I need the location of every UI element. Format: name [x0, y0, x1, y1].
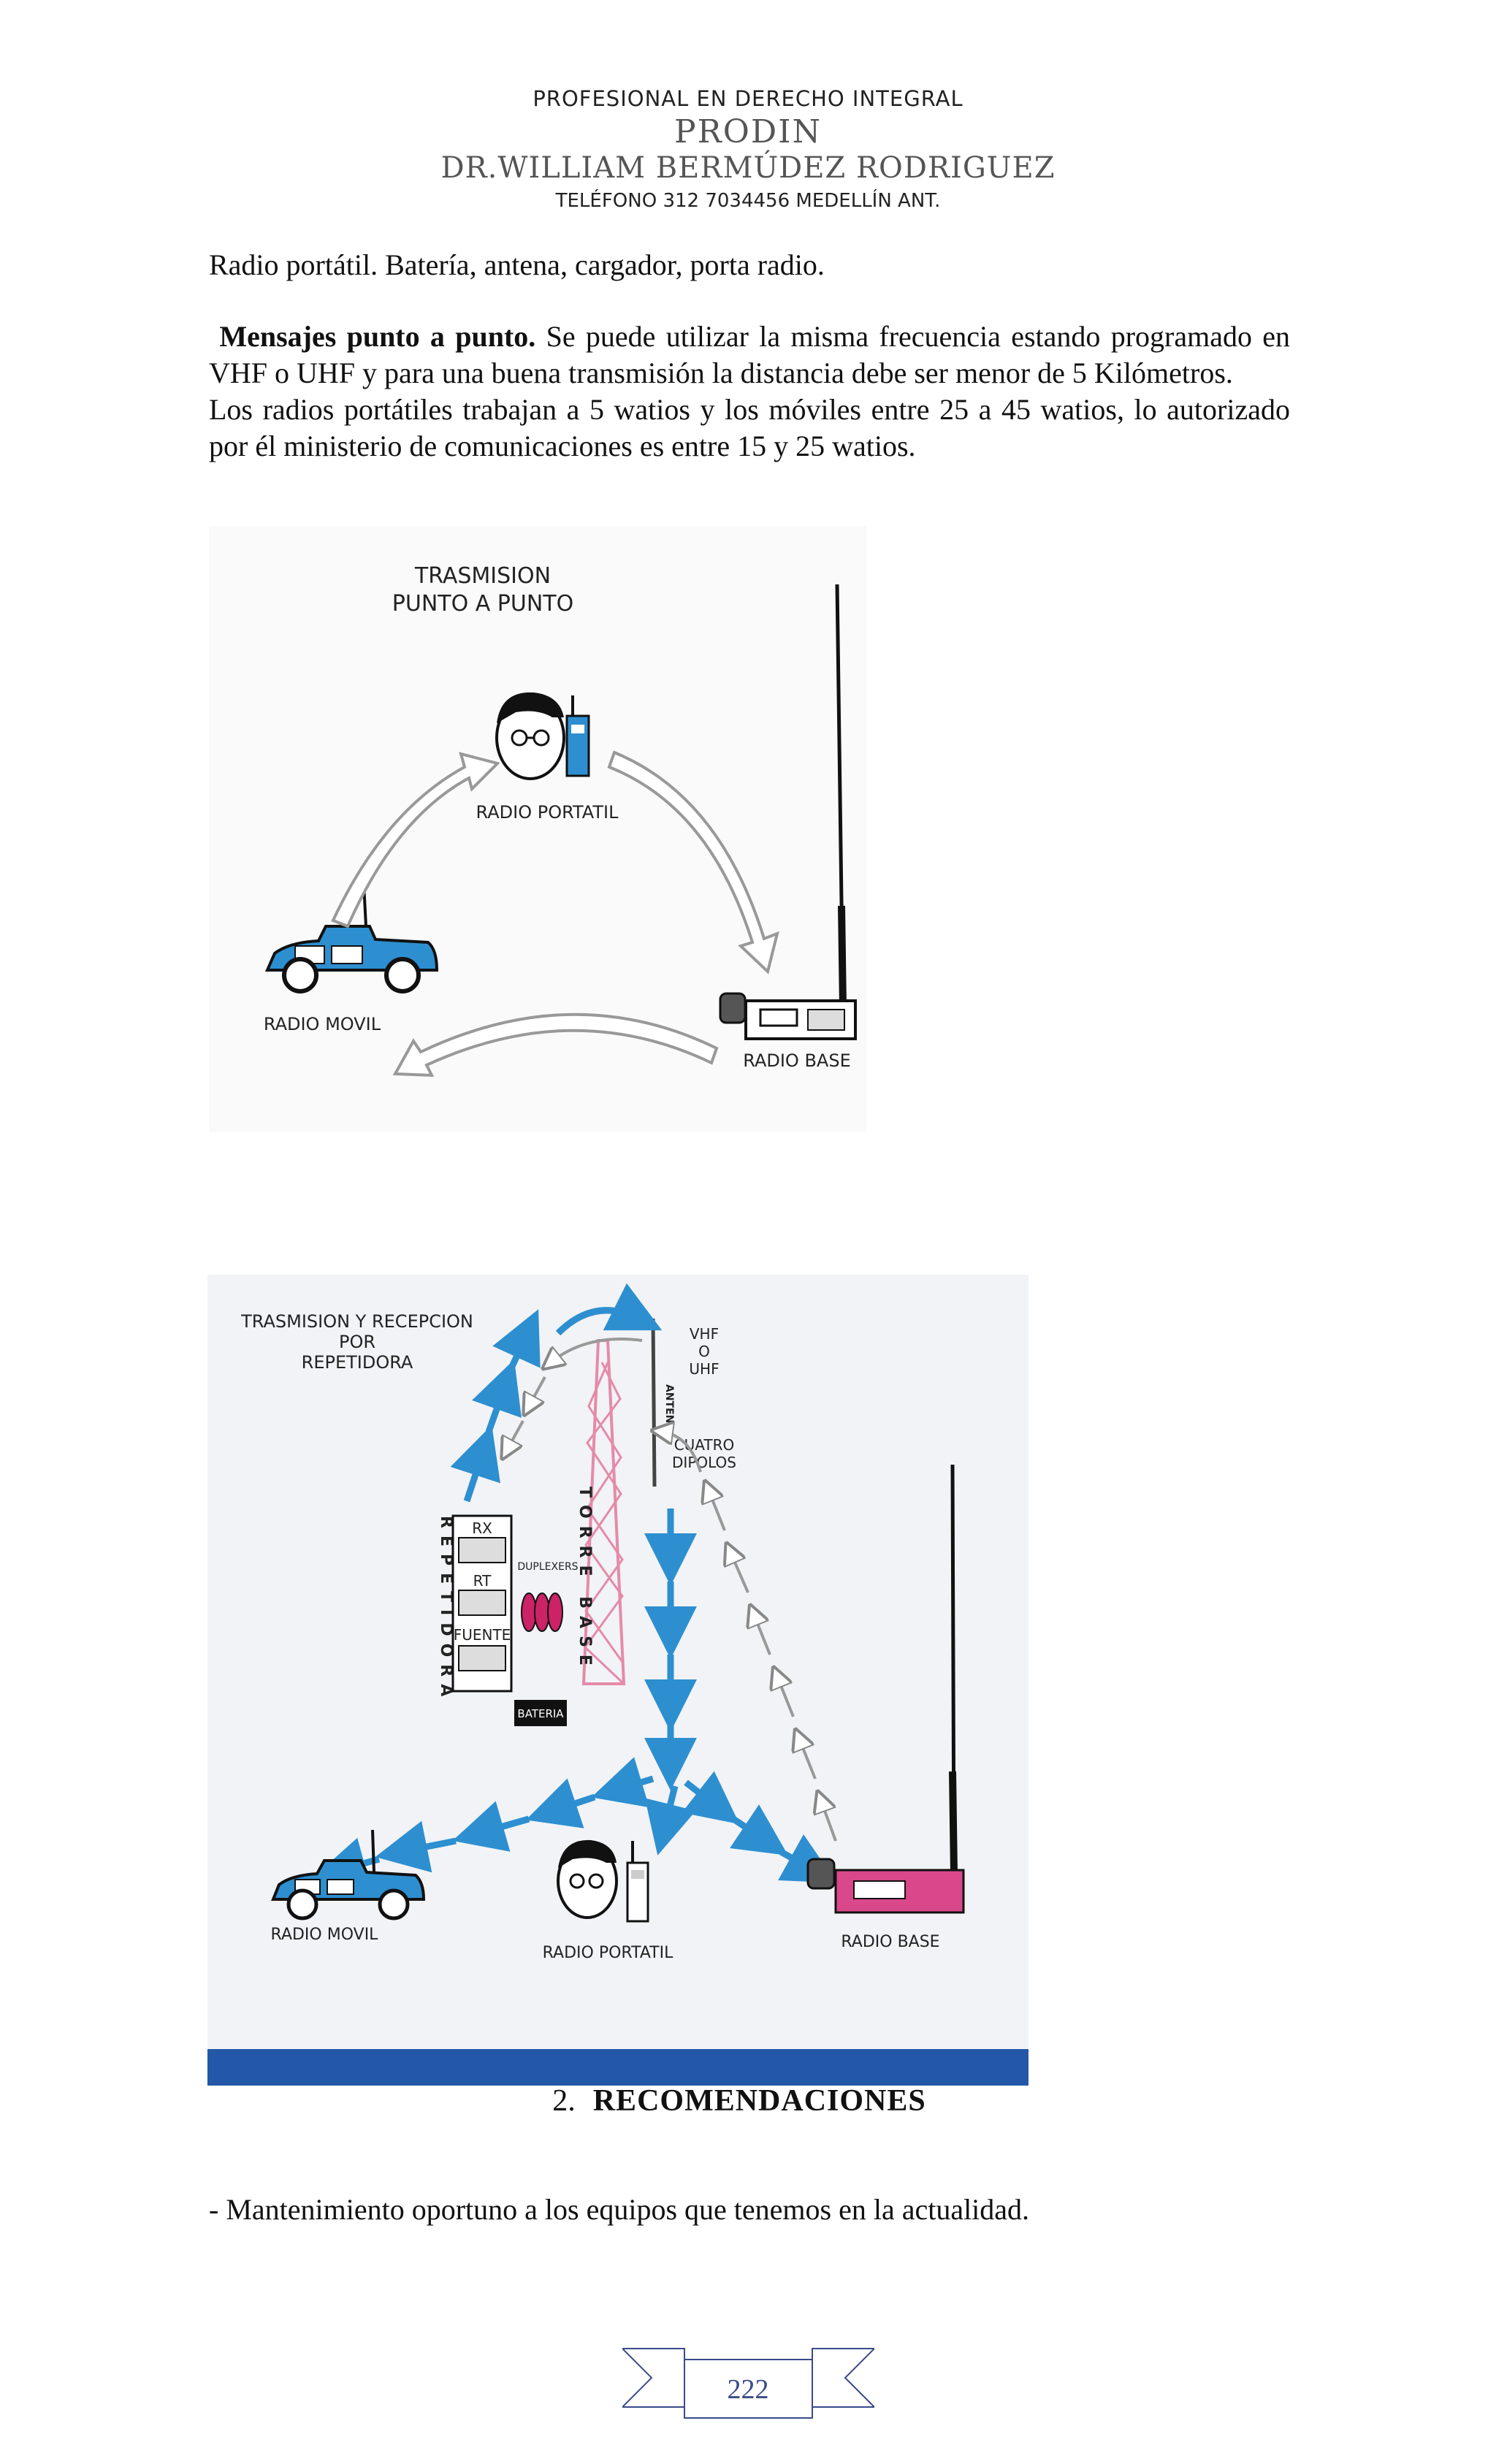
header-acronym: PRODIN [674, 113, 822, 150]
fig2-label-base: RADIO BASE [841, 1933, 939, 1951]
figure-repeater: TRASMISION Y RECEPCION POR REPETIDORA VH… [207, 1275, 1028, 2086]
mobile-car-icon [264, 883, 439, 993]
fig2-duplexers: DUPLEXERS [517, 1561, 578, 1573]
fig2-title-1: TRASMISION Y RECEPCION [240, 1311, 473, 1332]
fig2-antena: ANTENA [663, 1384, 675, 1431]
paragraph-point-to-point-body: Se puede utilizar la misma frecuencia es… [209, 320, 1291, 389]
base-radio-icon [719, 992, 857, 1040]
fig2-vhf-1: VHF [690, 1325, 719, 1343]
fig1-arrows [331, 750, 779, 1077]
paragraph-point-to-point-lead: Mensajes punto a punto. [219, 320, 536, 353]
fig2-base-radio-icon [806, 1858, 965, 1914]
section-title: RECOMENDACIONES [592, 2084, 926, 2118]
fig2-title-2: POR [339, 1332, 375, 1352]
fig2-dipolos-1: CUATRO [674, 1436, 735, 1454]
fig2-dipolos-2: DIPOLOS [672, 1454, 736, 1471]
fig1-label-base: RADIO BASE [743, 1050, 850, 1071]
fig2-portable-radio-icon [626, 1841, 649, 1923]
fig2-torre: TORRE BASE [576, 1487, 594, 1673]
portable-radio-icon [565, 695, 590, 777]
header-phone: TELÉFONO 312 7034456 MEDELLÍN ANT. [555, 190, 941, 212]
paragraph-maintenance: - Mantenimiento oportuno a los equipos q… [209, 2193, 1030, 2226]
fig1-label-mobile: RADIO MOVIL [264, 1014, 381, 1034]
fig2-portable-person-icon [557, 1839, 618, 1919]
fig2-title-3: REPETIDORA [302, 1352, 413, 1373]
section-number: 2. [552, 2084, 576, 2118]
page-number: 222 [728, 2374, 769, 2405]
fig2-rt: RT [473, 1572, 492, 1590]
figure-point-to-point: TRASMISION PUNTO A PUNTO RADIO PORTATIL … [209, 526, 866, 1132]
fig2-rx: RX [472, 1519, 492, 1537]
header-name: DR.WILLIAM BERMÚDEZ RODRIGUEZ [440, 151, 1056, 185]
fig2-fuente: FUENTE [454, 1626, 511, 1644]
fig2-blue-arrows [313, 1283, 837, 1889]
fig2-bottom-band [207, 2049, 1028, 2086]
fig2-grey-arrows [507, 1338, 837, 1842]
fig2-mobile-car-icon [271, 1829, 426, 1921]
fig1-title-2: PUNTO A PUNTO [392, 591, 573, 617]
paragraph-point-to-point: Mensajes punto a punto. Se puede utiliza… [209, 319, 1290, 465]
header-firm: PROFESIONAL EN DERECHO INTEGRAL [533, 86, 963, 111]
paragraph-portable-radio: Radio portátil. Batería, antena, cargado… [209, 248, 825, 281]
section-heading: 2. RECOMENDACIONES [0, 2083, 1478, 2118]
repeater-cabinet-icon [451, 1514, 567, 1726]
fig2-vhf-3: UHF [689, 1360, 719, 1378]
page-number-ribbon: 222 [622, 2348, 874, 2419]
fig1-label-portable: RADIO PORTATIL [476, 802, 619, 823]
fig2-vhf-2: O [698, 1343, 710, 1360]
fig2-label-mobile: RADIO MOVIL [271, 1926, 379, 1944]
paragraph-wattage: Los radios portátiles trabajan a 5 watio… [209, 393, 1290, 462]
fig2-bateria: BATERIA [517, 1707, 564, 1720]
fig2-label-portable: RADIO PORTATIL [543, 1944, 673, 1962]
fig1-title-1: TRASMISION [414, 563, 551, 589]
portable-person-icon [495, 692, 565, 780]
